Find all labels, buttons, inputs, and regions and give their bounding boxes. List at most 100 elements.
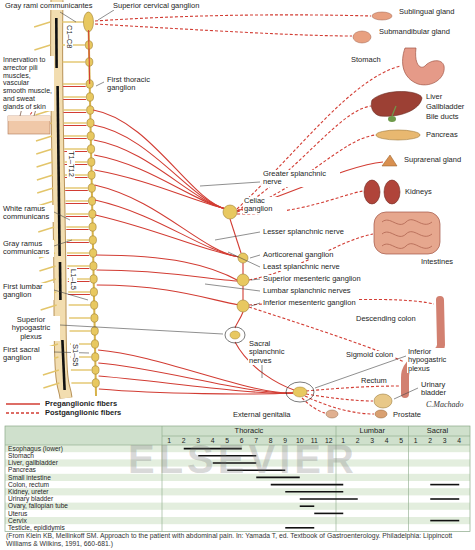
leader-lines: [54, 10, 418, 399]
organ-label: Kidneys: [404, 188, 433, 196]
nerve-fiber: [242, 263, 243, 274]
leader-line: [54, 212, 70, 220]
nerve-fiber: [98, 363, 293, 393]
nerve-fiber: [95, 215, 239, 257]
segment-marker: [55, 18, 58, 68]
chain-ganglion: [90, 275, 97, 283]
segment-number: 1: [409, 437, 424, 445]
ramus: [64, 122, 87, 123]
spinal-nerve: [37, 188, 53, 193]
organ-label: Gallbladder: [425, 103, 465, 111]
ramus: [65, 187, 88, 188]
kidney-picture: [384, 180, 400, 204]
spinal-nerve: [43, 383, 59, 388]
ramus: [63, 61, 86, 62]
segment-bar: [314, 513, 343, 515]
plexus-ring: [286, 382, 314, 402]
segment-label: T1–T12: [67, 150, 75, 178]
spinal-nerve: [38, 227, 54, 232]
ramus: [67, 252, 89, 253]
organ-label: Descending colon: [355, 315, 417, 323]
gallbladder-picture: [388, 116, 396, 122]
table-header: Lumbar: [336, 427, 409, 435]
white-ramus-fiber: [64, 125, 87, 126]
segment-number: 2: [177, 437, 192, 445]
chain-ganglion: [87, 119, 94, 127]
segment-table: [5, 426, 470, 531]
spinal-nerve: [37, 162, 53, 167]
segment-number: 5: [394, 437, 409, 445]
nerve-fiber: [306, 386, 400, 391]
ascending-fiber: [89, 30, 90, 84]
nerve-fiber: [306, 394, 373, 401]
nerve-fiber: [95, 185, 239, 257]
table-stripe: [5, 488, 470, 495]
leader-line: [98, 10, 114, 20]
plexus-ring: [225, 327, 245, 343]
white-ramus-fiber: [66, 203, 89, 204]
white-ramus-fiber: [63, 112, 86, 113]
spinal-nerve: [43, 370, 59, 375]
segment-number: 6: [235, 437, 250, 445]
segment-number: 2: [423, 437, 438, 445]
chain-ganglion: [88, 158, 95, 166]
structure-label: Gray ramus communicans: [2, 240, 54, 257]
chain-ganglion: [89, 210, 96, 218]
structure-label: Inferior hypogastric plexus: [407, 348, 471, 373]
nerve-fiber: [302, 398, 325, 413]
structure-label: White ramus communicans: [2, 205, 54, 222]
nerve-fiber: [99, 389, 293, 394]
segment-number: 11: [307, 437, 322, 445]
intestine-loops: [382, 220, 432, 249]
chain-ganglion: [88, 197, 95, 205]
leader-line: [54, 290, 88, 300]
ramus: [66, 200, 89, 201]
skin-layer: [8, 116, 50, 121]
leader-line: [96, 82, 104, 86]
structure-label: Greater splanchnic nerve: [262, 170, 340, 187]
suprarenal-picture: [382, 155, 397, 166]
organ-label: Prostate: [392, 411, 422, 419]
row-label: Ovary, fallopian tube: [8, 502, 68, 509]
segment-number: 8: [264, 437, 279, 445]
leader-line: [215, 232, 260, 240]
chain-ganglion: [91, 301, 98, 309]
segment-marker: [62, 340, 64, 390]
white-ramus-fiber: [63, 99, 86, 100]
chain-ganglion: [89, 223, 96, 231]
ramus: [64, 135, 87, 136]
leader-line: [251, 303, 260, 306]
stomach-picture: [403, 48, 445, 85]
organ-label: Stomach: [350, 56, 382, 64]
genitalia-picture: [326, 410, 338, 418]
nerve-fiber: [99, 376, 293, 393]
legend-sample-dashed: [6, 412, 40, 414]
ramus: [68, 291, 90, 292]
nerve-fiber: [242, 286, 243, 300]
spinal-nerve: [34, 45, 50, 50]
structure-label: Sacral splanchnic nerves: [248, 340, 308, 365]
structure-label: Aorticorenal ganglion: [262, 251, 334, 259]
organ-label: Sublingual gland: [398, 8, 455, 16]
organ-label: External genitalia: [232, 411, 292, 419]
chain-ganglion: [90, 262, 97, 270]
segment-number: 12: [322, 437, 337, 445]
segment-number: 3: [438, 437, 453, 445]
structure-label: Superior hypogastric plexus: [2, 316, 60, 341]
segment-number: 7: [249, 437, 264, 445]
leader-line: [251, 279, 260, 280]
ramus: [66, 213, 88, 214]
legend-sample-solid: [6, 403, 40, 405]
row-label: Uterus: [8, 510, 27, 517]
table-rule: [162, 436, 470, 437]
row-label: Stomach: [8, 452, 34, 459]
organ-label: Liver: [425, 93, 443, 101]
segment-number: 4: [380, 437, 395, 445]
ramus: [69, 317, 90, 318]
organ-label: Intestines: [420, 258, 454, 266]
leader-line: [315, 356, 406, 388]
leader-line: [60, 325, 223, 334]
organ-label: Suprarenal gland: [403, 156, 462, 164]
segment-label: C1–C8: [65, 24, 73, 49]
bile-duct-picture: [392, 106, 396, 116]
